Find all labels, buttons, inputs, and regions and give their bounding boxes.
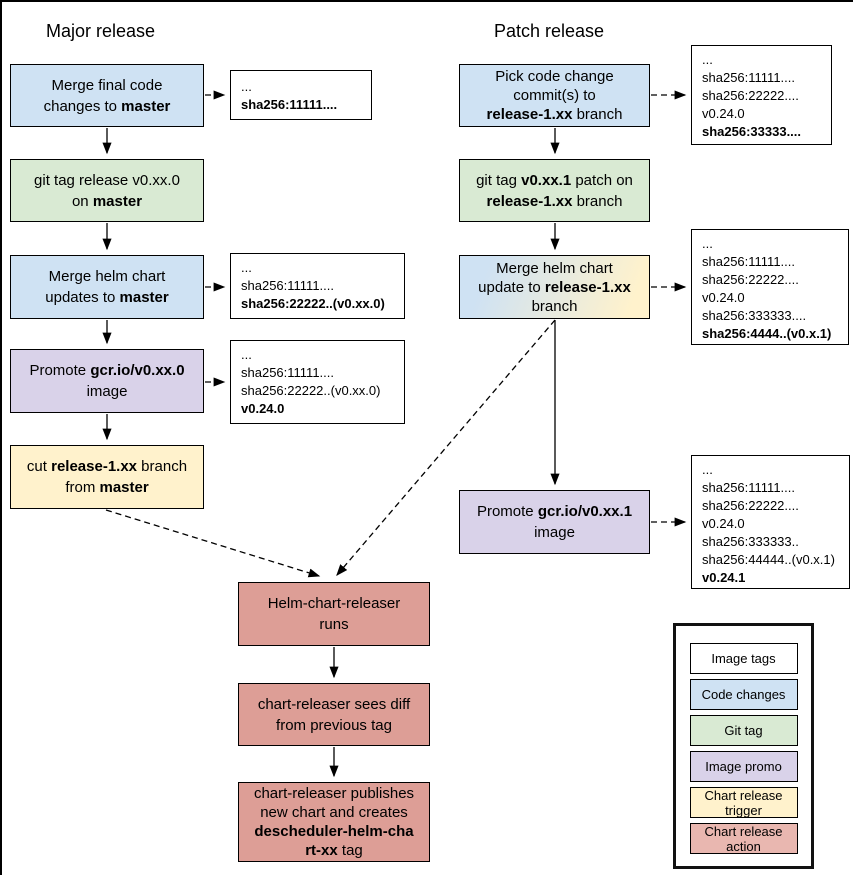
image-tags-note-major-2: ...sha256:11111....sha256:22222..(v0.xx.… xyxy=(230,253,405,319)
legend-item-image-tags: Image tags xyxy=(689,643,798,674)
legend-item-chart-release-action: Chart release action xyxy=(689,823,798,854)
legend-item-code-changes: Code changes xyxy=(689,679,798,710)
major-release-title: Major release xyxy=(46,21,156,41)
legend-item-chart-release-trigger: Chart release trigger xyxy=(689,787,798,818)
image-tags-note-patch-3: ...sha256:11111....sha256:22222....v0.24… xyxy=(691,455,850,589)
legend: Image tags Code changes Git tag Image pr… xyxy=(673,623,814,869)
image-tags-note-major-1: ...sha256:11111.... xyxy=(230,70,372,120)
patch-release-title: Patch release xyxy=(494,21,605,41)
legend-item-image-promo: Image promo xyxy=(689,751,798,782)
image-tags-note-major-3: ...sha256:11111....sha256:22222..(v0.xx.… xyxy=(230,340,405,424)
arrow-cut-branch-to-releaser xyxy=(105,509,321,578)
image-tags-note-patch-1: ...sha256:11111....sha256:22222....v0.24… xyxy=(691,45,832,145)
legend-item-git-tag: Git tag xyxy=(689,715,798,746)
image-tags-note-patch-2: ...sha256:11111....sha256:22222....v0.24… xyxy=(691,229,849,345)
